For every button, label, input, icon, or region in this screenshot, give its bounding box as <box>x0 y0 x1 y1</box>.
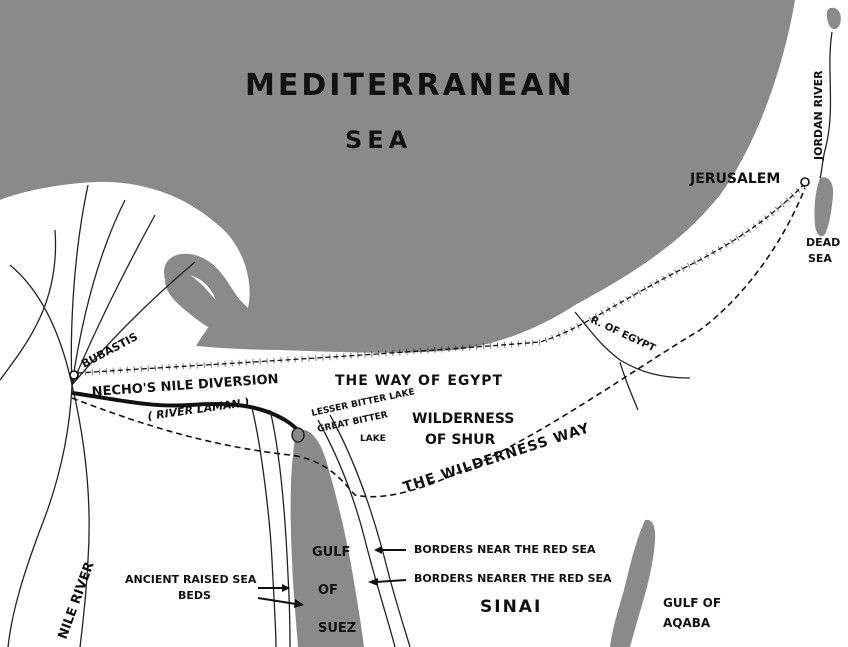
border-near-red-sea-west <box>251 407 277 647</box>
of-label: OF <box>318 583 338 598</box>
jordan-river <box>819 31 833 179</box>
jordan-river-label: JORDAN RIVER <box>812 70 825 161</box>
river-of-egypt <box>574 311 691 379</box>
ancient-beds-arrow-2 <box>257 597 297 605</box>
nile-delta-branch-5 <box>71 261 196 386</box>
borders-nearer-label: BORDERS NEARER THE RED SEA <box>414 572 612 585</box>
borders-near-label: BORDERS NEAR THE RED SEA <box>414 543 596 556</box>
ancient-beds-arrowhead-2 <box>294 599 304 608</box>
mediterranean-label: MEDITERRANEAN <box>245 68 575 103</box>
gulf-of-aqaba-label-2: AQABA <box>663 616 711 630</box>
mediterranean-sea <box>0 0 795 353</box>
gulf-of-suez <box>290 429 364 647</box>
borders-nearer-arrowhead <box>368 578 378 586</box>
borders-nearer-arrow <box>375 579 407 583</box>
jerusalem-marker <box>800 177 810 187</box>
nechos-nile-diversion-path <box>71 391 304 437</box>
gulf-label: GULF <box>312 545 350 560</box>
ancient-raised-sea-beds-label-1: ANCIENT RAISED SEA <box>125 573 257 586</box>
gulf-of-aqaba-label-1: GULF OF <box>663 596 721 610</box>
dead-sea <box>814 177 834 237</box>
mediterranean-lagoon <box>165 272 265 342</box>
ancient-beds-arrowhead-1 <box>282 584 290 592</box>
ancient-raised-sea-beds-label-2: BEDS <box>178 589 211 602</box>
nile-delta-branch-4 <box>71 214 156 386</box>
nile-delta-branch-3 <box>71 199 126 386</box>
bubastis-marker <box>69 370 79 380</box>
nile-delta-branch-2 <box>70 184 89 386</box>
wilderness-of-shur-label-1: WILDERNESS <box>412 411 514 427</box>
gulf-of-aqaba <box>610 519 656 647</box>
borders-near-arrowhead <box>374 546 382 554</box>
wilderness-way-route <box>71 187 806 498</box>
sea-of-galilee <box>826 7 841 30</box>
border-nearer-red-sea-west <box>269 409 291 647</box>
sea-label: SEA <box>345 126 412 154</box>
nile-delta-branch-1 <box>0 229 57 381</box>
way-of-egypt-label: THE WAY OF EGYPT <box>335 373 503 389</box>
river-of-egypt-branch <box>619 361 639 411</box>
great-bitter-lake-label-2: LAKE <box>360 434 386 444</box>
suez-label: SUEZ <box>318 621 356 636</box>
wilderness-of-shur-label-2: OF SHUR <box>425 432 496 448</box>
great-bitter-lake <box>291 427 305 443</box>
way-of-egypt-route <box>77 182 806 374</box>
nile-main-channel <box>7 384 73 647</box>
dead-sea-label-2: SEA <box>808 252 832 265</box>
sinai-label: SINAI <box>480 597 542 617</box>
jerusalem-label: JERUSALEM <box>689 171 780 187</box>
nile-delta-branch-6 <box>9 264 73 386</box>
border-near-red-sea-east <box>317 419 396 647</box>
dead-sea-label-1: DEAD <box>806 236 840 249</box>
nile-east-bank <box>71 384 90 647</box>
border-nearer-red-sea-east <box>329 414 411 647</box>
